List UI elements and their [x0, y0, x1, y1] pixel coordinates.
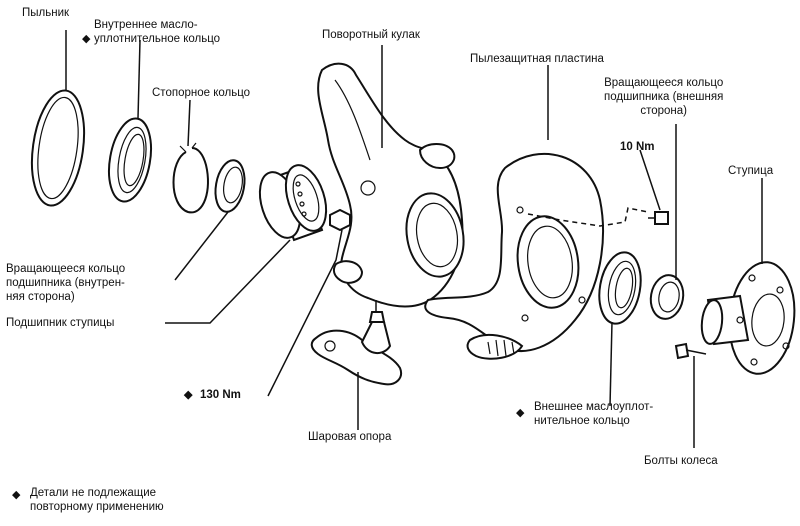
- deflector-bolt-part: [648, 211, 669, 225]
- label-inner-oil-seal: ◆Внутреннее масло- уплотнительное кольцо: [82, 18, 221, 46]
- non-reusable-marker-icon: ◆: [184, 389, 193, 401]
- snap-ring-part: [172, 142, 209, 214]
- label-torque-130: ◆ 130 Nm: [184, 388, 241, 402]
- outer-rotor-ring-part: [649, 274, 685, 320]
- label-inner-oil-seal-text: Внутреннее масло- уплотнительное кольцо: [94, 19, 221, 45]
- label-hub: Ступица: [728, 165, 774, 177]
- leader-lines: [65, 30, 763, 448]
- label-torque-130-text: 130 Nm: [200, 389, 241, 401]
- non-reusable-marker-icon: ◆: [12, 489, 21, 501]
- non-reusable-marker-icon: ◆: [516, 407, 525, 419]
- inner-oil-seal-part: [107, 117, 153, 203]
- legend-text: Детали не подлежащие повторному применен…: [30, 487, 164, 513]
- outer-oil-seal-part: [598, 251, 642, 325]
- non-reusable-marker-icon: ◆: [82, 33, 91, 45]
- label-snap-ring: Стопорное кольцо: [152, 87, 251, 99]
- label-outer-oil-seal: ◆ Внешнее маслоуплот- нительное кольцо: [516, 400, 654, 428]
- dust-deflector-part: [424, 152, 604, 360]
- legend-non-reusable: ◆ Детали не подлежащие повторному примене…: [12, 486, 164, 514]
- dust-seal-part: [30, 89, 86, 207]
- hub-bearing-part: [258, 164, 328, 242]
- label-dust-seal: Пыльник: [22, 7, 70, 19]
- bolt-alignment-dashes: [527, 207, 649, 227]
- label-ball-joint: Шаровая опора: [308, 431, 392, 443]
- wheel-bolt-part: [674, 342, 707, 360]
- inner-rotor-ring-part: [214, 159, 246, 213]
- label-outer-oil-seal-text: Внешнее маслоуплот- нительное кольцо: [534, 401, 654, 427]
- label-steering-knuckle: Поворотный кулак: [322, 29, 420, 41]
- label-inner-rotor-ring: Вращающееся кольцо подшипника (внутрен- …: [6, 263, 126, 303]
- steering-knuckle-part: [317, 62, 465, 308]
- label-hub-bearing: Подшипник ступицы: [6, 317, 115, 329]
- label-torque-10: 10 Nm: [620, 141, 655, 153]
- hub-part: [700, 261, 796, 375]
- label-outer-rotor-ring: Вращающееся кольцо подшипника (внешняя с…: [604, 77, 724, 117]
- label-wheel-bolts: Болты колеса: [644, 455, 718, 467]
- ball-joint-part: [310, 300, 402, 386]
- knuckle-nut-part: [329, 208, 351, 232]
- label-dust-deflector: Пылезащитная пластина: [470, 53, 604, 65]
